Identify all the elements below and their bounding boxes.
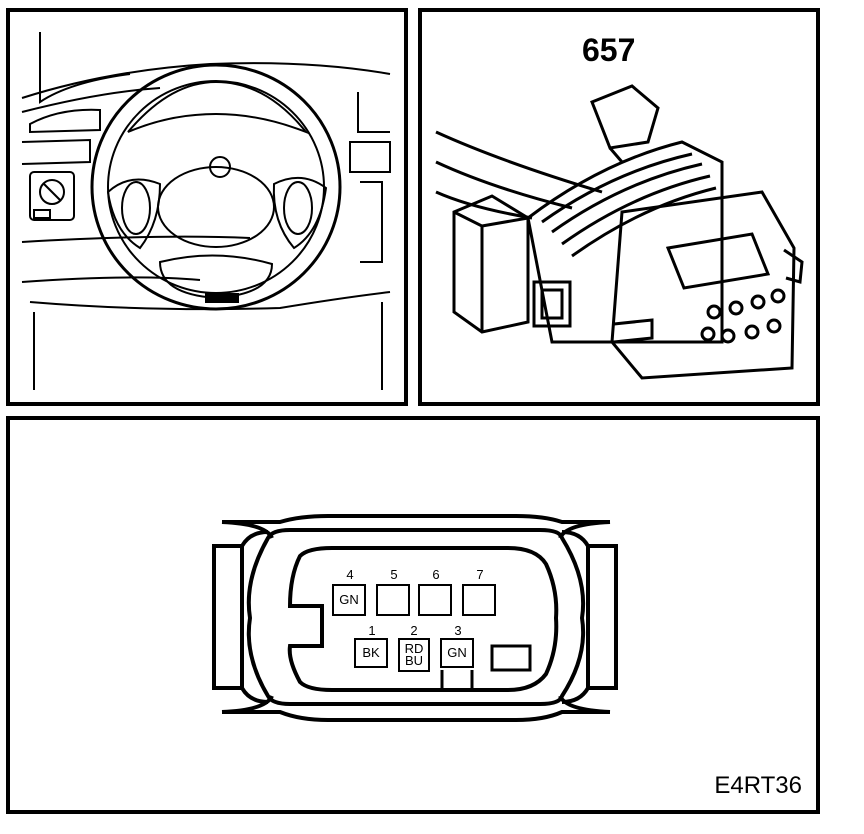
- pin-3-wire-color: GN: [447, 645, 467, 660]
- pin-number-5: 5: [390, 567, 398, 582]
- connector-pinout-panel: 4 5 6 7 GN 1 2 3 BK RD BU GN E4RT36: [6, 416, 820, 814]
- figure-code: E4RT36: [714, 772, 802, 799]
- pin-5-cell: [376, 584, 410, 616]
- pin-number-6: 6: [432, 567, 440, 582]
- pin-number-3: 3: [454, 623, 462, 638]
- pin-7-cell: [462, 584, 496, 616]
- pin-number-2: 2: [410, 623, 418, 638]
- connector-drawing: [435, 84, 804, 380]
- pin-4-wire-color: GN: [339, 592, 359, 607]
- steering-wheel-drawing: [21, 32, 391, 390]
- pin-2-wire-color-1: RD: [404, 641, 424, 656]
- pin-1-wire-color: BK: [362, 645, 380, 660]
- pin-6-cell: [418, 584, 452, 616]
- pin-3-cell: GN: [440, 638, 474, 668]
- pin-4-cell: GN: [332, 584, 366, 616]
- pin-number-1: 1: [368, 623, 376, 638]
- pin-1-cell: BK: [354, 638, 388, 668]
- connector-reference-number: 657: [582, 32, 636, 68]
- pin-2-wire-color-2: BU: [404, 653, 424, 668]
- pin-2-cell: RD BU: [398, 638, 430, 672]
- connector-face-outline: [212, 514, 618, 722]
- pin-number-7: 7: [476, 567, 484, 582]
- connector-illustration-panel: 657: [418, 8, 820, 406]
- pin-number-4: 4: [346, 567, 354, 582]
- dashboard-illustration-panel: [6, 8, 408, 406]
